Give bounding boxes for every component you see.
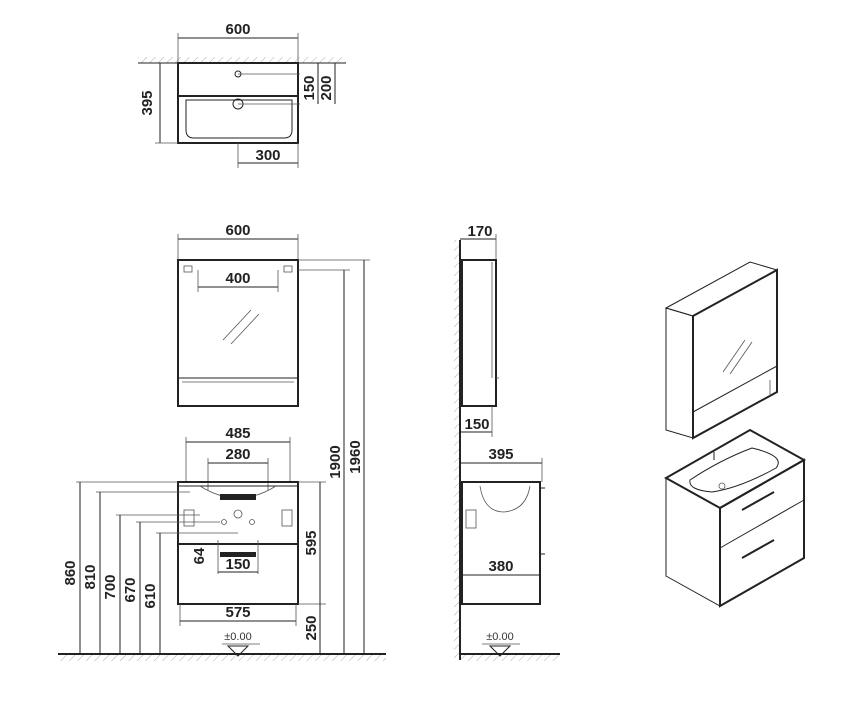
mirror-reflection-mark [222, 309, 252, 341]
isometric-view [663, 261, 807, 608]
height-1960-label: 1960 [347, 440, 364, 473]
mirror-cabinet-side [461, 259, 497, 407]
height-1900-label: 1900 [327, 445, 344, 478]
height-610-label: 610 [142, 583, 159, 608]
top-offset-200-label: 200 [318, 75, 335, 100]
side-floor-hatch [460, 655, 560, 661]
front-level-marker [226, 645, 250, 657]
top-width-label: 600 [225, 21, 250, 38]
top-basin-bowl [185, 99, 293, 139]
side-basin-bowl [479, 485, 531, 513]
iso-mirror-reflection [722, 339, 746, 373]
drawer-handle-top [220, 494, 256, 500]
front-floor-level-label: ±0.00 [224, 631, 251, 643]
base-width-label: 575 [225, 604, 250, 621]
top-cabinet-outline [177, 62, 299, 144]
iso-mirror-left [665, 307, 694, 439]
side-basin-depth-label: 395 [488, 446, 513, 463]
top-depth-label: 395 [139, 90, 156, 115]
iso-cabinet-left [665, 477, 721, 607]
cabinet-height-label: 595 [303, 530, 320, 555]
side-level-marker [488, 645, 512, 657]
iso-drawer-handle-top [741, 491, 775, 511]
height-670-label: 670 [122, 577, 139, 602]
drawer-handle-bottom [220, 552, 256, 557]
top-offset-150-label: 150 [301, 75, 318, 100]
top-center-label: 300 [255, 147, 280, 164]
vanity-cabinet-side [461, 481, 541, 605]
height-700-label: 700 [102, 574, 119, 599]
top-view: 600 395 150 200 300 [138, 21, 346, 168]
drawer-handle-label: 150 [225, 556, 250, 573]
basin-inner-label: 280 [225, 446, 250, 463]
mirror-inner-label: 400 [225, 270, 250, 287]
mirror-cabinet-front [177, 259, 299, 407]
front-floor-hatch [58, 655, 386, 661]
iso-basin-top [663, 428, 807, 510]
mirror-gap-label: 150 [464, 416, 489, 433]
mirror-depth-label: 170 [467, 223, 492, 240]
front-view: 600 400 485 280 [58, 222, 386, 661]
mirror-width-label: 600 [225, 222, 250, 239]
side-floor-level-label: ±0.00 [486, 631, 513, 643]
floor-clearance-label: 250 [303, 615, 320, 640]
iso-cabinet-front [719, 458, 805, 608]
basin-width-label: 485 [225, 425, 250, 442]
height-810-label: 810 [82, 564, 99, 589]
iso-mirror-front [692, 268, 778, 440]
iso-basin-bowl [689, 447, 779, 493]
height-860-label: 860 [62, 560, 79, 585]
dim-64-label: 64 [191, 547, 208, 564]
iso-mirror-top [664, 261, 779, 317]
top-wall-hatch [138, 57, 346, 63]
iso-drawer-handle-bottom [741, 539, 775, 559]
side-cabinet-depth-label: 380 [488, 558, 513, 575]
side-wall-hatch [454, 240, 460, 660]
side-view: 170 150 395 380 ±0.00 [454, 223, 560, 661]
